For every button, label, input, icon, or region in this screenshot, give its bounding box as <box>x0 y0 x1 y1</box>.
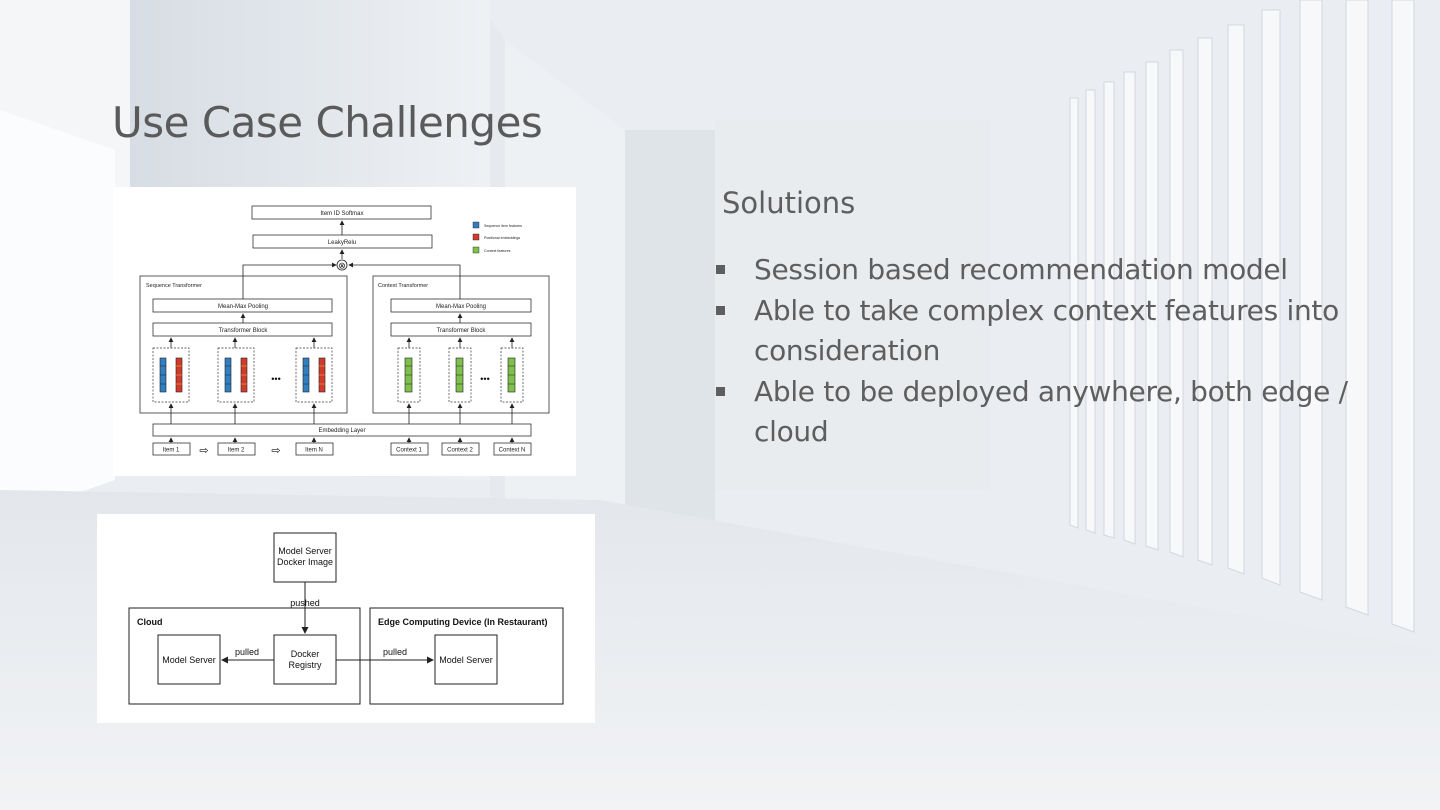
pulled-right-label: pulled <box>383 647 407 657</box>
pulled-left-label: pulled <box>235 647 259 657</box>
model-server-cloud-label: Model Server <box>162 655 216 665</box>
cloud-label: Cloud <box>137 617 163 627</box>
square-bullet-icon <box>716 386 725 396</box>
seq-ellipsis: ••• <box>271 374 280 384</box>
solution-item-text: Able to take complex context features in… <box>754 293 1339 368</box>
solution-item: Able to be deployed anywhere, both edge … <box>716 372 1376 453</box>
registry-line-2: Registry <box>288 660 322 670</box>
item-n-label: Item N <box>305 448 323 454</box>
ctx-block-label: Transformer Block <box>437 328 487 334</box>
item-1-label: Item 1 <box>163 448 180 454</box>
square-bullet-icon <box>716 305 725 315</box>
model-server-cloud-box <box>157 634 221 685</box>
solution-item-text: Able to be deployed anywhere, both edge … <box>754 374 1348 449</box>
softmax-box <box>251 205 432 220</box>
deployment-diagram: Model Server Docker Image pushed Model S… <box>97 514 595 723</box>
model-server-edge-box <box>434 634 498 685</box>
ctx-pooling-box <box>390 298 532 313</box>
context-1-label: Context 1 <box>396 448 422 454</box>
model-server-edge-label: Model Server <box>439 655 493 665</box>
seq-block-box <box>152 322 333 337</box>
context-n-label: Context N <box>499 448 526 454</box>
embedding-label: Embedding Layer <box>318 428 365 434</box>
docker-image-line-1: Model Server <box>278 546 332 556</box>
solutions-list: Session based recommendation model Able … <box>716 250 1376 453</box>
ctx-block-box <box>390 322 532 337</box>
square-bullet-icon <box>716 265 725 274</box>
solution-item-text: Session based recommendation model <box>754 253 1288 286</box>
slide-title: Use Case Challenges <box>112 98 543 147</box>
leakyrelu-box <box>252 234 433 249</box>
sequence-transformer-group <box>139 275 348 414</box>
solutions-heading: Solutions <box>722 186 856 220</box>
combine-glyph: ⊗ <box>338 261 346 271</box>
ctx-pooling-label: Mean-Max Pooling <box>436 304 486 310</box>
model-architecture-diagram: ⊗ Item ID Softmax LeakyRelu Mean-Max Poo… <box>113 187 576 476</box>
context-transformer-title: Context Transformer <box>378 283 428 289</box>
solution-item: Session based recommendation model <box>716 250 1376 291</box>
sequence-arrow-2: ⇨ <box>271 445 280 457</box>
seq-pooling-box <box>152 298 333 313</box>
seq-pooling-label: Mean-Max Pooling <box>218 304 268 310</box>
legend: Sequence item features Positional embedd… <box>472 221 522 254</box>
sequence-arrow-1: ⇨ <box>199 445 208 457</box>
legend-item-1: Sequence item features <box>484 224 522 228</box>
ctx-ellipsis: ••• <box>480 374 489 384</box>
combine-node <box>336 259 348 271</box>
legend-item-3: Context features <box>484 249 511 253</box>
registry-line-1: Docker <box>291 649 320 659</box>
item-2-label: Item 2 <box>228 448 245 454</box>
pushed-label: pushed <box>290 598 320 608</box>
sequence-transformer-title: Sequence Transformer <box>146 283 202 289</box>
legend-item-2: Positional embeddings <box>484 236 520 240</box>
solution-item: Able to take complex context features in… <box>716 291 1376 372</box>
leakyrelu-label: LeakyRelu <box>328 240 356 246</box>
seq-block-label: Transformer Block <box>219 328 269 334</box>
edge-group <box>369 607 564 705</box>
edge-label: Edge Computing Device (In Restaurant) <box>378 617 548 627</box>
cloud-group <box>128 607 361 705</box>
context-transformer-group <box>372 275 550 414</box>
softmax-label: Item ID Softmax <box>320 211 363 217</box>
docker-image-line-2: Docker Image <box>277 557 333 567</box>
embedding-box <box>152 423 532 437</box>
context-2-label: Context 2 <box>447 448 473 454</box>
